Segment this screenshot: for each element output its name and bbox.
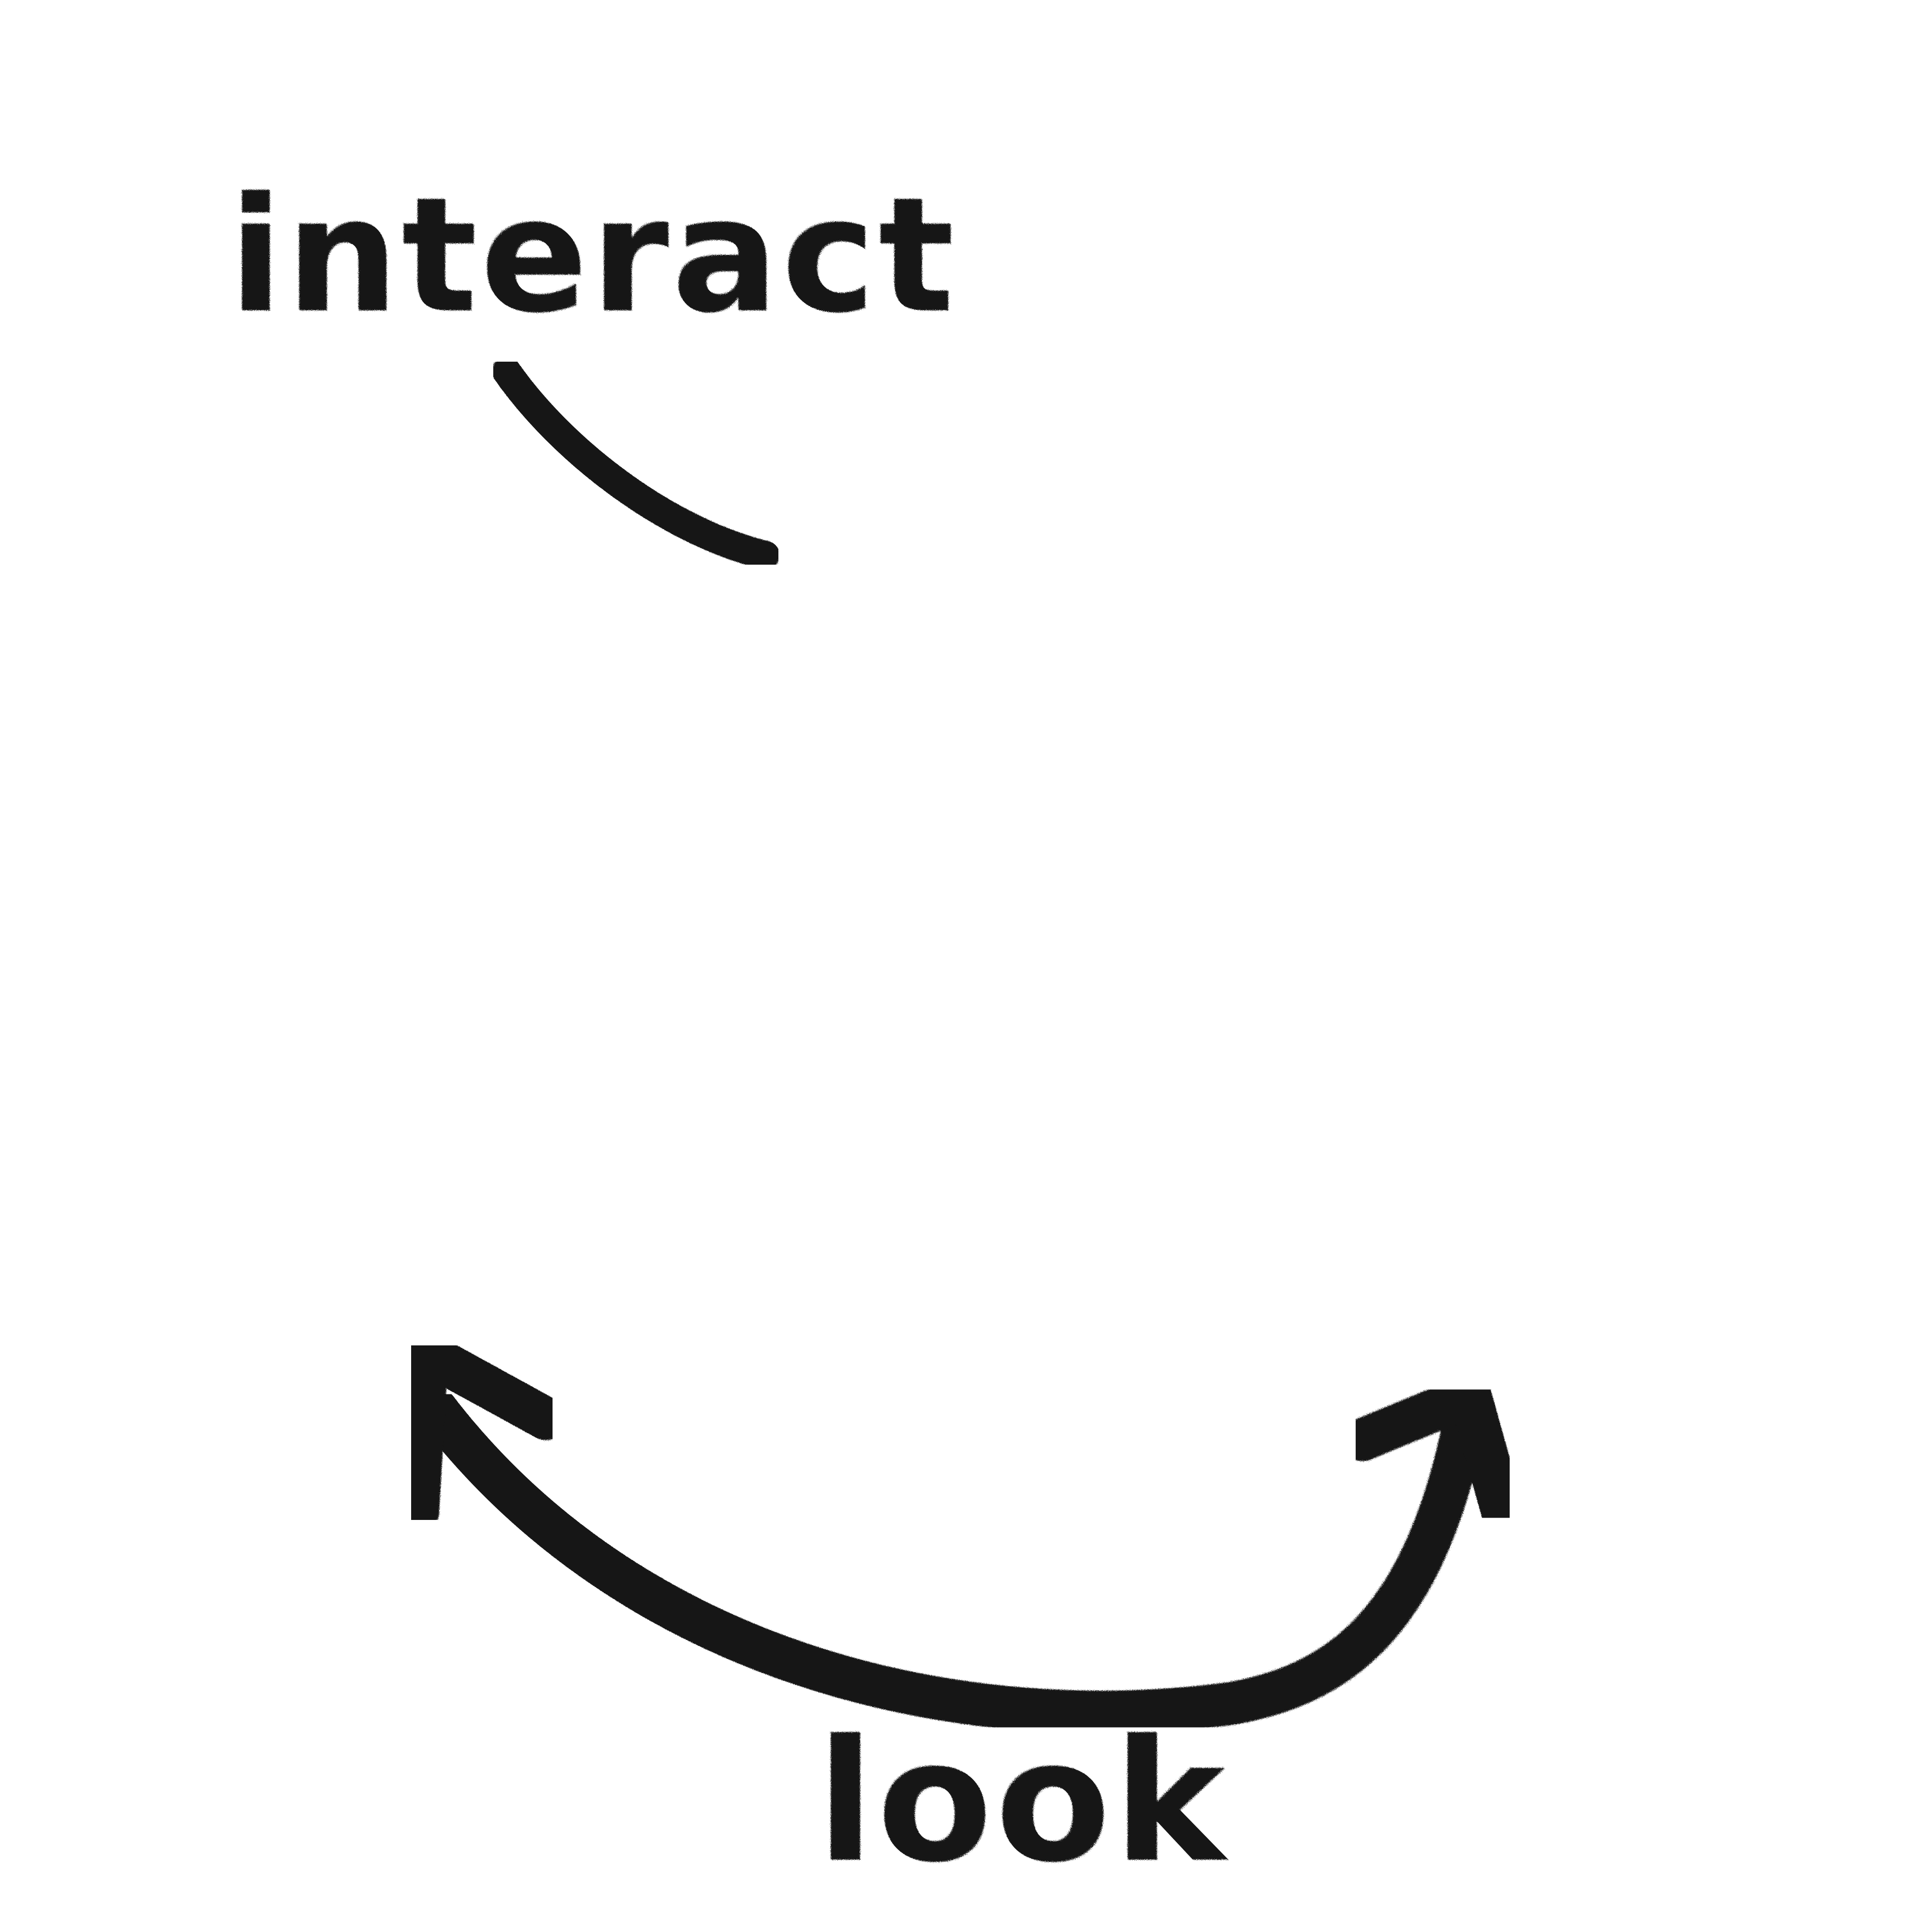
top-arc-stroke [492,357,780,570]
left-arrowhead-icon [396,1332,567,1533]
look-label: look [817,1704,1229,1899]
interact-label: interact [229,163,957,348]
bottom-arc-stroke [415,1388,1487,1734]
right-arrowhead-icon [1341,1374,1524,1533]
